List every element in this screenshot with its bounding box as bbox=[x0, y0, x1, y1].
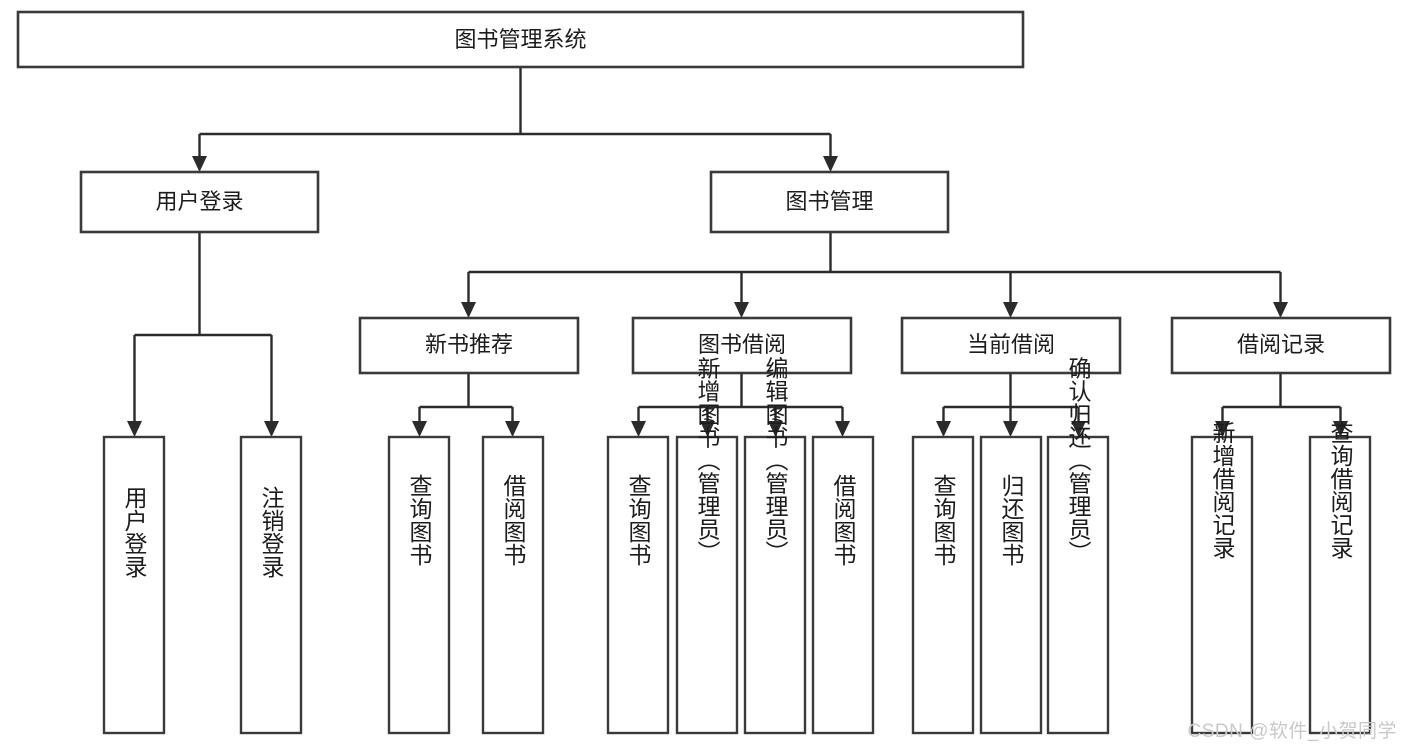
node-leaf-confirm-return-label: 确认归还（管理员） bbox=[1065, 357, 1092, 564]
node-borrow-record[interactable]: 借阅记录 bbox=[1170, 316, 1392, 375]
node-user-login[interactable]: 用户登录 bbox=[79, 170, 320, 234]
node-leaf-query-record[interactable]: 查询借阅记录 bbox=[1308, 421, 1372, 735]
node-new-book-rec-box[interactable] bbox=[358, 316, 580, 375]
node-leaf-user-logout-box[interactable] bbox=[239, 435, 303, 735]
node-new-book-rec-label: 新书推荐 bbox=[425, 332, 513, 357]
node-leaf-query-book-rec[interactable]: 查询图书 bbox=[387, 435, 451, 735]
node-new-book-rec[interactable]: 新书推荐 bbox=[358, 316, 580, 375]
arrow-head-record bbox=[1273, 302, 1288, 318]
arrow-head-bookmanage bbox=[823, 156, 838, 172]
node-book-borrow-box[interactable] bbox=[631, 316, 853, 375]
node-borrow-record-label: 借阅记录 bbox=[1237, 332, 1325, 357]
node-book-borrow-label: 图书借阅 bbox=[698, 332, 786, 357]
node-leaf-add-record-label: 新增借阅记录 bbox=[1209, 421, 1236, 559]
node-root-label: 图书管理系统 bbox=[454, 27, 586, 52]
arrow-head-leaf-query-book-cur bbox=[936, 421, 951, 437]
arrow-head-leaf-borrow-book bbox=[835, 421, 850, 437]
arrow-head-bookborrow bbox=[734, 302, 749, 318]
node-leaf-query-book-cur[interactable]: 查询图书 bbox=[911, 435, 975, 735]
node-leaf-edit-book-box[interactable] bbox=[743, 435, 807, 735]
arrow-head-leaf-user-logout bbox=[264, 421, 279, 437]
node-leaf-add-book-box[interactable] bbox=[675, 435, 739, 735]
connector-group bbox=[127, 67, 1348, 437]
node-leaf-borrow-book[interactable]: 借阅图书 bbox=[811, 435, 875, 735]
node-current-borrow-label: 当前借阅 bbox=[967, 332, 1055, 357]
node-book-borrow[interactable]: 图书借阅 bbox=[631, 316, 853, 375]
arrow-head-curborrow bbox=[1003, 302, 1018, 318]
node-leaf-user-login[interactable]: 用户登录 bbox=[102, 435, 166, 735]
arrow-head-leaf-add-book bbox=[700, 421, 715, 437]
arrow-head-newbook bbox=[461, 302, 476, 318]
node-leaf-edit-book[interactable]: 编辑图书（管理员） bbox=[743, 357, 807, 735]
node-borrow-record-box[interactable] bbox=[1170, 316, 1392, 375]
arrow-head-leaf-query-record bbox=[1333, 421, 1348, 437]
node-current-borrow-box[interactable] bbox=[900, 316, 1122, 375]
arrow-head-leaf-add-record bbox=[1215, 421, 1230, 437]
arrow-head-leaf-return-book bbox=[1003, 421, 1018, 437]
node-leaf-edit-book-label: 编辑图书（管理员） bbox=[762, 357, 789, 564]
node-leaf-user-logout-label: 注销登录 bbox=[258, 486, 285, 578]
node-leaf-borrow-book-rec[interactable]: 借阅图书 bbox=[481, 435, 545, 735]
node-leaf-query-book-cur-label: 查询图书 bbox=[930, 474, 957, 566]
node-leaf-confirm-return[interactable]: 确认归还（管理员） bbox=[1046, 357, 1110, 735]
node-leaf-add-record-box[interactable] bbox=[1190, 435, 1254, 735]
node-root-box[interactable] bbox=[16, 10, 1025, 69]
arrow-head-leaf-borrow-book-rec bbox=[505, 421, 520, 437]
node-leaf-borrow-book-rec-label: 借阅图书 bbox=[500, 474, 527, 566]
arrow-head-leaf-user-login bbox=[127, 421, 142, 437]
node-leaf-query-book-cur-box[interactable] bbox=[911, 435, 975, 735]
node-user-login-box[interactable] bbox=[79, 170, 320, 234]
arrow-head-leaf-confirm-return bbox=[1071, 421, 1086, 437]
node-book-manage[interactable]: 图书管理 bbox=[709, 170, 950, 234]
node-leaf-return-book-label: 归还图书 bbox=[998, 474, 1025, 566]
arrow-head-userlogin bbox=[192, 156, 207, 172]
node-leaf-borrow-book-rec-box[interactable] bbox=[481, 435, 545, 735]
node-leaf-add-book-label: 新增图书（管理员） bbox=[694, 357, 721, 564]
node-leaf-confirm-return-box[interactable] bbox=[1046, 435, 1110, 735]
node-book-manage-label: 图书管理 bbox=[785, 189, 873, 214]
node-leaf-query-record-box[interactable] bbox=[1308, 435, 1372, 735]
node-leaf-query-book[interactable]: 查询图书 bbox=[606, 435, 670, 735]
node-leaf-query-book-label: 查询图书 bbox=[625, 474, 652, 566]
node-leaf-add-record[interactable]: 新增借阅记录 bbox=[1190, 421, 1254, 735]
node-leaf-query-book-rec-label: 查询图书 bbox=[406, 474, 433, 566]
node-leaf-return-book-box[interactable] bbox=[979, 435, 1043, 735]
node-root[interactable]: 图书管理系统 bbox=[16, 10, 1025, 69]
node-leaf-user-logout[interactable]: 注销登录 bbox=[239, 435, 303, 735]
node-book-manage-box[interactable] bbox=[709, 170, 950, 234]
node-leaf-user-login-label: 用户登录 bbox=[121, 486, 148, 578]
arrow-head-leaf-edit-book bbox=[768, 421, 783, 437]
node-leaf-query-book-rec-box[interactable] bbox=[387, 435, 451, 735]
arrow-head-leaf-query-book bbox=[631, 421, 646, 437]
node-leaf-query-book-box[interactable] bbox=[606, 435, 670, 735]
node-user-login-label: 用户登录 bbox=[155, 189, 243, 214]
node-leaf-borrow-book-box[interactable] bbox=[811, 435, 875, 735]
node-leaf-borrow-book-label: 借阅图书 bbox=[830, 474, 857, 566]
node-current-borrow[interactable]: 当前借阅 bbox=[900, 316, 1122, 375]
node-leaf-add-book[interactable]: 新增图书（管理员） bbox=[675, 357, 739, 735]
arrow-head-leaf-query-book-rec bbox=[412, 421, 427, 437]
node-leaf-user-login-box[interactable] bbox=[102, 435, 166, 735]
node-leaf-return-book[interactable]: 归还图书 bbox=[979, 435, 1043, 735]
csdn-watermark: CSDN @软件_小贺同学 bbox=[1187, 721, 1397, 742]
node-leaf-query-record-label: 查询借阅记录 bbox=[1327, 421, 1354, 559]
